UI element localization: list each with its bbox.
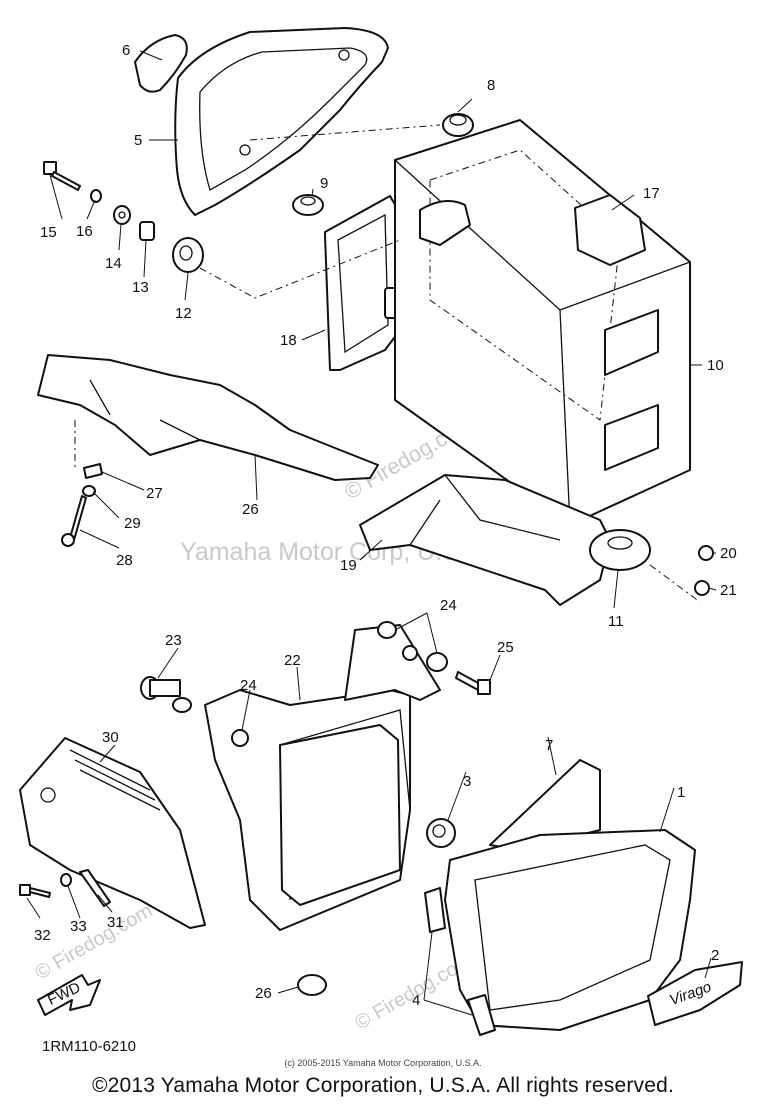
callout-19: 19 xyxy=(340,557,357,574)
callout-10: 10 xyxy=(707,357,724,374)
assembly-lines xyxy=(74,124,701,603)
copyright-main: ©2013 Yamaha Motor Corporation, U.S.A. A… xyxy=(91,1074,675,1097)
part-12-grommet[interactable] xyxy=(172,237,204,273)
part-24-washer-left[interactable] xyxy=(231,729,249,747)
callout-31: 30 xyxy=(102,729,119,746)
part-16-lock-washer[interactable] xyxy=(90,189,102,203)
part-31-side-cover[interactable] xyxy=(19,737,206,929)
callout-11: 11 xyxy=(608,613,624,630)
part-32-plate[interactable] xyxy=(79,869,111,907)
callout-25: 25 xyxy=(497,639,514,656)
part-15-bolt[interactable] xyxy=(43,161,81,191)
callout-16: 16 xyxy=(76,223,93,240)
part-3-damper[interactable] xyxy=(426,818,456,848)
part-8-grommet[interactable] xyxy=(442,113,474,137)
callout-8: 8 xyxy=(487,77,495,94)
callout-20: 20 xyxy=(720,545,737,562)
callout-22: 22 xyxy=(284,652,301,669)
callout-13: 13 xyxy=(132,279,149,296)
leader-lines xyxy=(26,50,717,1016)
part-9-grommet[interactable] xyxy=(292,194,324,216)
callout-29: 28 xyxy=(116,552,133,569)
callout-15: 15 xyxy=(40,224,57,241)
part-17-band[interactable] xyxy=(574,194,646,266)
part-13-collar[interactable] xyxy=(139,221,155,241)
callout-7: 7 xyxy=(545,737,553,754)
part-10-battery-case[interactable] xyxy=(394,119,691,526)
callout-33: 32 xyxy=(34,927,51,944)
callout-27: 26 xyxy=(242,501,259,518)
callout-3: 3 xyxy=(463,773,471,790)
part-24-washer-upper[interactable] xyxy=(377,621,397,639)
callout-4: 4 xyxy=(412,992,420,1009)
part-26-cap[interactable] xyxy=(297,974,327,996)
callout-32: 31 xyxy=(107,914,124,931)
part-19-battery-tray[interactable] xyxy=(359,474,611,606)
part-18-bracket[interactable] xyxy=(324,195,401,371)
callout-21: 21 xyxy=(720,582,737,599)
diagram-code: 1RM110-6210 xyxy=(42,1038,136,1055)
callout-24-upper: 24 xyxy=(440,597,457,614)
callout-34: 33 xyxy=(70,918,87,935)
callout-5: 5 xyxy=(134,132,142,149)
part-33-screw[interactable] xyxy=(19,884,51,898)
part-4-damper-upper[interactable] xyxy=(424,887,446,933)
part-11-damper[interactable] xyxy=(589,529,651,571)
callout-30: 29 xyxy=(124,515,141,532)
callout-14: 14 xyxy=(105,255,122,272)
callout-2: 2 xyxy=(711,947,719,964)
part-29-bolt[interactable] xyxy=(61,495,87,547)
callout-1: 1 xyxy=(677,784,685,801)
callout-6: 6 xyxy=(122,42,130,59)
part-14-washer[interactable] xyxy=(113,205,131,225)
callout-26: 26 xyxy=(255,985,272,1002)
callout-24-left: 24 xyxy=(240,677,257,694)
part-28-clip[interactable] xyxy=(83,463,103,479)
part-34-washer[interactable] xyxy=(60,873,72,887)
part-22-air-filter-case[interactable] xyxy=(204,624,441,931)
part-5-left-cover[interactable] xyxy=(174,27,389,216)
part-25-screw[interactable] xyxy=(455,671,491,695)
callout-12: 12 xyxy=(175,305,192,322)
part-21-nut[interactable] xyxy=(694,580,710,596)
callout-9: 9 xyxy=(320,175,328,192)
part-6-emblem[interactable] xyxy=(134,34,188,93)
callout-28: 27 xyxy=(146,485,163,502)
part-20-bolt[interactable] xyxy=(698,545,714,561)
callout-23: 23 xyxy=(165,632,182,649)
part-23-collar[interactable] xyxy=(140,676,192,713)
part-4-damper-lower[interactable] xyxy=(467,994,496,1036)
callout-labels: 6 5 8 9 17 18 10 15 16 14 13 12 27 29 28… xyxy=(34,42,737,1009)
part-24-washer-right[interactable] xyxy=(426,652,448,672)
copyright-small: (c) 2005-2015 Yamaha Motor Corporation, … xyxy=(284,1058,482,1068)
part-30-washer[interactable] xyxy=(82,485,96,497)
part-27-cover-bracket[interactable] xyxy=(37,354,379,481)
part-2-emblem[interactable]: Virago xyxy=(647,961,743,1026)
callout-17: 17 xyxy=(643,185,660,202)
callout-18: 18 xyxy=(280,332,297,349)
